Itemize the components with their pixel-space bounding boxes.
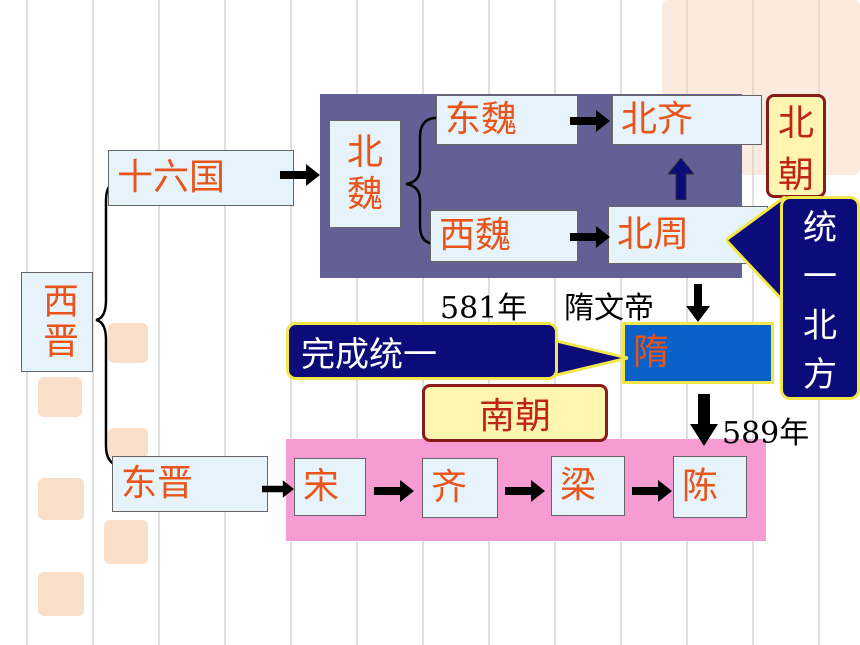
beichao-char1: 北 [777,103,814,144]
beichao-label: 北 朝 [766,94,826,198]
node-shiliuguo: 十六国 [108,150,294,206]
node-chen-label: 陈 [682,466,719,507]
node-beiwei-char2: 魏 [346,174,383,215]
node-xiwei-label: 西魏 [439,215,512,256]
arrow-down-icon [690,394,718,446]
node-beiwei-char1: 北 [346,132,383,173]
year-581-label: 581年 [440,291,528,326]
node-song-label: 宋 [303,466,340,507]
node-liang: 梁 [551,456,625,516]
node-beiqi-label: 北齐 [621,99,694,140]
node-sui: 隋 [622,322,774,384]
callout-unify-north-char4: 方 [803,355,837,395]
arrow-right-icon [262,480,294,498]
node-liang-label: 梁 [560,465,597,506]
callout-complete-unify-text: 完成统一 [301,334,437,375]
node-beiwei: 北 魏 [329,120,401,228]
decorative-seal [38,572,84,616]
node-dongwei: 东魏 [436,95,578,145]
callout-unify-north: 统 一 北 方 [780,196,860,400]
decorative-seal [108,428,148,458]
nanchao-label: 南朝 [422,384,608,442]
beichao-char2: 朝 [777,155,814,196]
arrow-right-icon [505,480,545,502]
callout-unify-north-char3: 北 [803,306,837,346]
node-sui-label: 隋 [633,332,670,373]
sui-wendi-label: 隋文帝 [564,291,654,326]
node-dongjin-label: 东晋 [121,463,194,504]
node-qi-label: 齐 [431,467,468,508]
callout-pointer [726,196,786,306]
decorative-seal [38,478,84,520]
node-beiqi: 北齐 [612,95,762,145]
node-dongjin: 东晋 [112,456,268,512]
arrow-up-icon [668,158,694,200]
year-589-label: 589年 [722,416,810,451]
callout-pointer [552,338,628,378]
arrow-right-icon [570,110,610,132]
callout-unify-north-char1: 统 [803,208,837,248]
node-xijin: 西晋 [21,272,93,372]
arrow-right-icon [280,164,320,186]
node-xijin-label: 西晋 [37,282,78,362]
nanchao-text: 南朝 [478,396,551,437]
decorative-seal [38,377,82,417]
node-dongwei-label: 东魏 [445,99,518,140]
node-qi: 齐 [422,458,498,518]
node-shiliuguo-label: 十六国 [117,157,226,198]
decorative-seal [108,323,148,363]
node-chen: 陈 [673,456,747,518]
arrow-down-icon [686,284,710,322]
node-song: 宋 [294,458,366,516]
callout-unify-north-char2: 一 [803,257,837,297]
arrow-right-icon [374,480,414,502]
arrow-right-icon [570,226,610,248]
callout-complete-unify: 完成统一 [286,322,558,380]
node-xiwei: 西魏 [430,210,578,262]
decorative-seal [104,520,148,564]
node-beizhou-label: 北周 [617,214,690,255]
arrow-right-icon [632,480,672,502]
